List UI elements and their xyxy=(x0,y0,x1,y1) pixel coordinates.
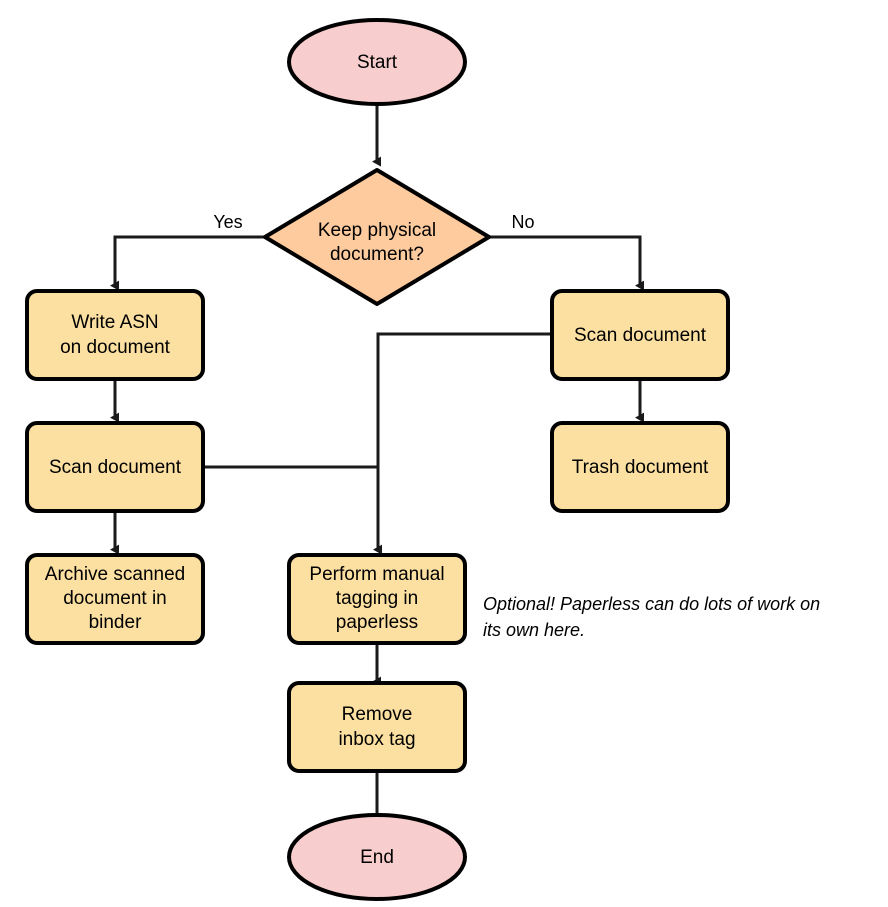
start-label: Start xyxy=(357,52,398,73)
edge-decision-yes-to-write-asn xyxy=(110,235,265,291)
write-asn-box xyxy=(25,289,205,381)
trash-document-label: Trash document xyxy=(572,457,709,478)
node-trash-document[interactable]: Trash document xyxy=(550,421,730,513)
node-write-asn[interactable]: Write ASN on document xyxy=(25,289,205,381)
node-end[interactable]: End xyxy=(287,813,467,901)
edge-decision-no-to-scan-right xyxy=(490,235,644,291)
archive-label-line3: binder xyxy=(89,612,142,633)
write-asn-label-line2: on document xyxy=(60,337,171,358)
note-line2: its own here. xyxy=(483,620,585,640)
scan-document-left-label: Scan document xyxy=(49,457,182,478)
node-archive-scanned-document[interactable]: Archive scanned document in binder xyxy=(25,553,205,645)
archive-label-line2: document in xyxy=(63,588,167,609)
annotation-note: Optional! Paperless can do lots of work … xyxy=(483,594,820,640)
tagging-label-line1: Perform manual xyxy=(309,564,444,585)
node-decision-keep-physical-document[interactable]: Keep physical document? xyxy=(263,168,491,306)
remove-inbox-tag-label-line2: inbox tag xyxy=(338,729,415,750)
node-perform-manual-tagging[interactable]: Perform manual tagging in paperless xyxy=(287,553,467,645)
remove-inbox-tag-box xyxy=(287,681,467,773)
trash-document-box xyxy=(550,421,730,513)
archive-box xyxy=(25,553,205,645)
start-ellipse xyxy=(287,18,467,106)
end-ellipse xyxy=(287,813,467,901)
scan-document-left-box xyxy=(25,421,205,513)
node-remove-inbox-tag[interactable]: Remove inbox tag xyxy=(287,681,467,773)
edge-scan-right-to-tagging xyxy=(373,332,552,555)
edge-label-yes: Yes xyxy=(213,212,242,232)
scan-document-right-label: Scan document xyxy=(574,325,707,346)
connector-layer xyxy=(110,104,644,823)
scan-document-right-box xyxy=(550,289,730,381)
node-scan-document-left[interactable]: Scan document xyxy=(25,421,205,513)
remove-inbox-tag-label-line1: Remove xyxy=(342,704,413,725)
edge-label-no: No xyxy=(511,212,534,232)
write-asn-label-line1: Write ASN xyxy=(71,312,158,333)
node-scan-document-right[interactable]: Scan document xyxy=(550,289,730,381)
end-label: End xyxy=(360,847,394,868)
decision-label-line1: Keep physical xyxy=(318,220,436,241)
decision-label-line2: document? xyxy=(330,244,424,265)
tagging-box xyxy=(287,553,467,645)
note-line1: Optional! Paperless can do lots of work … xyxy=(483,594,820,614)
node-start[interactable]: Start xyxy=(287,18,467,106)
tagging-label-line2: tagging in xyxy=(336,588,418,609)
decision-diamond xyxy=(263,168,491,306)
archive-label-line1: Archive scanned xyxy=(45,564,185,585)
tagging-label-line3: paperless xyxy=(336,612,418,633)
